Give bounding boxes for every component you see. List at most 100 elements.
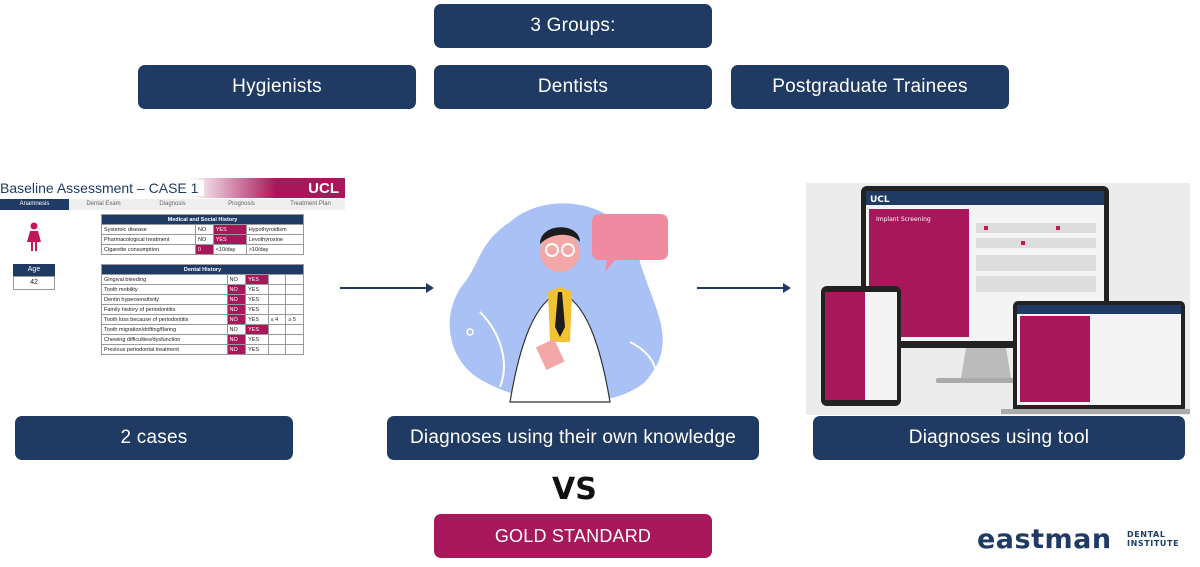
table-cell: [267, 294, 287, 305]
table-row: Dentin hypersensitivity NO YES: [101, 294, 304, 305]
table-cell: NO: [226, 324, 247, 335]
baseline-title-bar: Baseline Assessment – CASE 1 UCL: [0, 178, 345, 198]
table-cell: YES: [212, 224, 247, 235]
table-cell: NO: [226, 314, 247, 325]
table-cell: Chewing difficulties/dysfunction: [101, 334, 228, 345]
dentist-thinking-illustration: [449, 203, 669, 403]
eastman-logo-subtext-line2: INSTITUTE: [1127, 539, 1180, 548]
group-box-dentists: Dentists: [434, 65, 712, 109]
table-cell: YES: [245, 304, 269, 315]
table-cell: YES: [245, 334, 269, 345]
table-cell: Tooth mobility: [101, 284, 228, 295]
table-cell: Pharmacological treatment: [101, 234, 196, 245]
table-cell: NO: [226, 274, 247, 285]
table-cell: Previous periodontal treatment: [101, 344, 228, 355]
gold-standard-label: GOLD STANDARD: [494, 525, 652, 546]
using-tool-box: Diagnoses using tool: [813, 416, 1185, 460]
eastman-logo-subtext: DENTAL INSTITUTE: [1127, 530, 1179, 548]
vs-label: VS: [552, 472, 597, 507]
table-cell: Cigarette consumption: [101, 244, 196, 255]
baseline-tab-treatment-plan: Treatment Plan: [290, 201, 331, 207]
age-header: Age: [13, 264, 55, 276]
baseline-tab-diagnosis: Diagnosis: [159, 201, 186, 207]
table-cell: [267, 324, 287, 335]
female-patient-icon: [27, 222, 41, 251]
devices-ucl-logo: UCL: [870, 195, 890, 205]
table-row: Pharmacological treatment NO YES Levothy…: [101, 234, 305, 245]
group-box-postgraduate-trainees: Postgraduate Trainees: [731, 65, 1009, 109]
table-cell: YES: [245, 324, 269, 335]
table-cell: [285, 324, 304, 335]
gold-standard-box: GOLD STANDARD: [434, 514, 712, 558]
table-cell: ≤ 4: [267, 314, 287, 325]
groups-header-label: 3 Groups:: [530, 15, 616, 36]
tool-devices-mockup: UCL Implant Screening: [806, 183, 1190, 415]
table-cell: NO: [195, 224, 214, 235]
table-row: Gingival bleeding NO YES: [101, 274, 304, 285]
eastman-logo-text: eastman: [977, 524, 1112, 555]
table-cell: Dentin hypersensitivity: [101, 294, 228, 305]
own-knowledge-label: Diagnoses using their own knowledge: [410, 427, 736, 448]
eastman-dental-institute-logo: eastman DENTAL INSTITUTE: [977, 524, 1179, 555]
devices-screen-title: Implant Screening: [876, 216, 931, 223]
table-cell: [285, 304, 304, 315]
baseline-title: Baseline Assessment – CASE 1: [0, 180, 205, 196]
table-cell: [285, 334, 304, 345]
table-cell: Hypothyroidism: [245, 224, 305, 235]
table-cell: [267, 304, 287, 315]
table-cell: NO: [226, 334, 247, 345]
groups-header-box: 3 Groups:: [434, 4, 712, 48]
table-cell: 0: [195, 244, 214, 255]
table-cell: Family history of periodontitis: [101, 304, 228, 315]
baseline-tabs: Anamnesis Dental Exam Diagnosis Prognosi…: [0, 199, 345, 210]
table-row: Tooth mobility NO YES: [101, 284, 304, 295]
baseline-ucl-logo: UCL: [308, 180, 339, 197]
table-row: Tooth migration/drifting/flaring NO YES: [101, 324, 304, 335]
table-cell: Systemic disease: [101, 224, 196, 235]
table-row: Systemic disease NO YES Hypothyroidism: [101, 224, 305, 235]
group-box-hygienists: Hygienists: [138, 65, 416, 109]
table-row: Chewing difficulties/dysfunction NO YES: [101, 334, 304, 345]
table-row: Previous periodontal treatment NO YES: [101, 344, 304, 355]
table-cell: [267, 274, 287, 285]
table-cell: [285, 344, 304, 355]
table-cell: YES: [212, 234, 247, 245]
group-label-postgraduate-trainees: Postgraduate Trainees: [772, 76, 968, 97]
table-cell: <10/day: [212, 244, 247, 255]
baseline-tab-dental-exam: Dental Exam: [86, 201, 121, 207]
age-block: Age 42: [13, 264, 55, 290]
cases-label: 2 cases: [120, 427, 188, 448]
age-value: 42: [13, 276, 55, 290]
table-cell: NO: [226, 304, 247, 315]
table-cell: YES: [245, 274, 269, 285]
arrow-right-icon: [340, 283, 434, 293]
dental-history-header: Dental History: [101, 264, 304, 275]
table-cell: Gingival bleeding: [101, 274, 228, 285]
table-cell: YES: [245, 284, 269, 295]
baseline-tab-prognosis: Prognosis: [228, 201, 255, 207]
eastman-logo-subtext-line1: DENTAL: [1127, 530, 1166, 539]
table-cell: [267, 344, 287, 355]
table-row: Family history of periodontitis NO YES: [101, 304, 304, 315]
using-tool-label: Diagnoses using tool: [908, 427, 1090, 448]
table-cell: NO: [226, 284, 247, 295]
baseline-assessment-screenshot: Baseline Assessment – CASE 1 UCL Anamnes…: [0, 178, 345, 393]
table-row: Tooth loss because of periodontitis NO Y…: [101, 314, 304, 325]
baseline-tab-anamnesis: Anamnesis: [0, 199, 69, 210]
group-label-hygienists: Hygienists: [232, 76, 322, 97]
table-cell: YES: [245, 344, 269, 355]
cases-box: 2 cases: [15, 416, 293, 460]
table-cell: >10/day: [245, 244, 305, 255]
table-cell: Levothyroxine: [245, 234, 305, 245]
table-cell: ≥ 5: [285, 314, 304, 325]
own-knowledge-box: Diagnoses using their own knowledge: [387, 416, 759, 460]
table-cell: [285, 274, 304, 285]
table-cell: NO: [195, 234, 214, 245]
medical-history-header: Medical and Social History: [101, 214, 304, 225]
table-row: Cigarette consumption 0 <10/day >10/day: [101, 244, 305, 255]
table-cell: NO: [226, 344, 247, 355]
table-cell: YES: [245, 294, 269, 305]
table-cell: [267, 284, 287, 295]
table-cell: [285, 284, 304, 295]
arrow-right-icon: [697, 283, 791, 293]
